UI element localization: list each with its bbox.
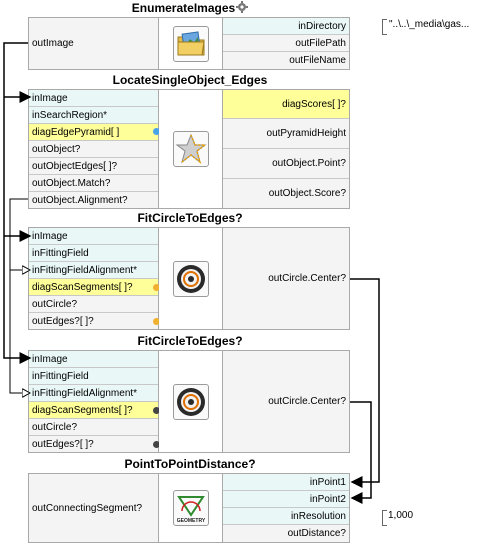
resolution-constant[interactable]: 1,000	[388, 510, 414, 521]
port-out-image[interactable]: outImage	[29, 18, 158, 69]
directory-constant[interactable]: "..\..\_media\gas...	[389, 19, 470, 30]
enumerate-images-block[interactable]: outImage inDirectory outFilePath outFile…	[28, 17, 350, 70]
port-in-image[interactable]: inImage	[29, 228, 158, 245]
port-indicator-dot	[153, 318, 160, 325]
port-out-object-match[interactable]: outObject.Match?	[29, 175, 158, 192]
port-diag-scores[interactable]: diagScores[ ]?	[223, 90, 349, 119]
port-in-fitting-field-alignment[interactable]: inFittingFieldAlignment*	[29, 385, 158, 402]
star-match-icon	[172, 131, 209, 167]
port-indicator-dot	[153, 128, 160, 135]
wire-center-1	[350, 278, 380, 488]
port-in-point-1[interactable]: inPoint1	[223, 474, 349, 491]
port-out-distance[interactable]: outDistance?	[223, 525, 349, 542]
fit-circle-2-title: FitCircleToEdges?	[137, 334, 243, 348]
port-out-object-point[interactable]: outObject.Point?	[223, 149, 349, 179]
port-in-image[interactable]: inImage	[29, 90, 158, 107]
port-in-directory[interactable]: inDirectory	[223, 18, 349, 35]
port-in-fitting-field[interactable]: inFittingField	[29, 245, 158, 262]
port-out-connecting-segment[interactable]: outConnectingSegment?	[29, 474, 158, 542]
port-in-fitting-field-alignment[interactable]: inFittingFieldAlignment*	[29, 262, 158, 279]
port-in-point-2[interactable]: inPoint2	[223, 491, 349, 508]
port-indicator-dot	[153, 284, 160, 291]
point-distance-block[interactable]: outConnectingSegment? GEOMETRY inPoint1 …	[28, 473, 350, 543]
fit-circle-1-block[interactable]: inImage inFittingField inFittingFieldAli…	[28, 227, 350, 330]
circle-target-icon	[172, 383, 209, 420]
svg-text:GEOMETRY: GEOMETRY	[176, 518, 205, 524]
port-out-circle-center[interactable]: outCircle.Center?	[223, 351, 349, 452]
wire-alignment	[9, 198, 30, 393]
fit-circle-2-block[interactable]: inImage inFittingField inFittingFieldAli…	[28, 350, 350, 453]
port-out-pyramid-height[interactable]: outPyramidHeight	[223, 119, 349, 149]
port-in-image[interactable]: inImage	[29, 351, 158, 368]
enumerate-images-title: EnumerateImages	[120, 1, 260, 15]
port-indicator-dot	[153, 407, 160, 414]
port-diag-scan-segments[interactable]: diagScanSegments[ ]?	[29, 279, 158, 296]
port-indicator-dot	[153, 441, 160, 448]
port-out-object-score[interactable]: outObject.Score?	[223, 179, 349, 208]
circle-target-icon	[172, 260, 209, 297]
point-distance-title: PointToPointDistance?	[124, 457, 256, 471]
port-out-object[interactable]: outObject?	[29, 141, 158, 158]
wire-center-2	[350, 401, 372, 504]
geometry-icon: GEOMETRY	[172, 490, 209, 526]
port-out-edges[interactable]: outEdges?[ ]?	[29, 436, 158, 452]
port-diag-scan-segments[interactable]: diagScanSegments[ ]?	[29, 402, 158, 419]
port-out-file-path[interactable]: outFilePath	[223, 35, 349, 52]
port-out-circle[interactable]: outCircle?	[29, 296, 158, 313]
gear-icon[interactable]	[236, 1, 249, 13]
port-in-search-region[interactable]: inSearchRegion*	[29, 107, 158, 124]
port-out-edges[interactable]: outEdges?[ ]?	[29, 313, 158, 329]
port-out-circle-center[interactable]: outCircle.Center?	[223, 228, 349, 329]
fit-circle-1-title: FitCircleToEdges?	[137, 211, 243, 225]
port-in-resolution[interactable]: inResolution	[223, 508, 349, 525]
port-out-object-edges[interactable]: outObjectEdges[ ]?	[29, 158, 158, 175]
port-in-fitting-field[interactable]: inFittingField	[29, 368, 158, 385]
port-diag-edge-pyramid[interactable]: diagEdgePyramid[ ]	[29, 124, 158, 141]
image-folder-icon	[172, 25, 209, 62]
const-bracket	[382, 510, 387, 526]
port-out-file-name[interactable]: outFileName	[223, 52, 349, 69]
locate-title: LocateSingleObject_Edges	[112, 73, 268, 87]
port-out-circle[interactable]: outCircle?	[29, 419, 158, 436]
locate-block[interactable]: inImage inSearchRegion* diagEdgePyramid[…	[28, 89, 350, 209]
port-out-object-alignment[interactable]: outObject.Alignment?	[29, 192, 158, 208]
wire-out-image	[3, 42, 32, 364]
const-bracket	[382, 19, 387, 35]
